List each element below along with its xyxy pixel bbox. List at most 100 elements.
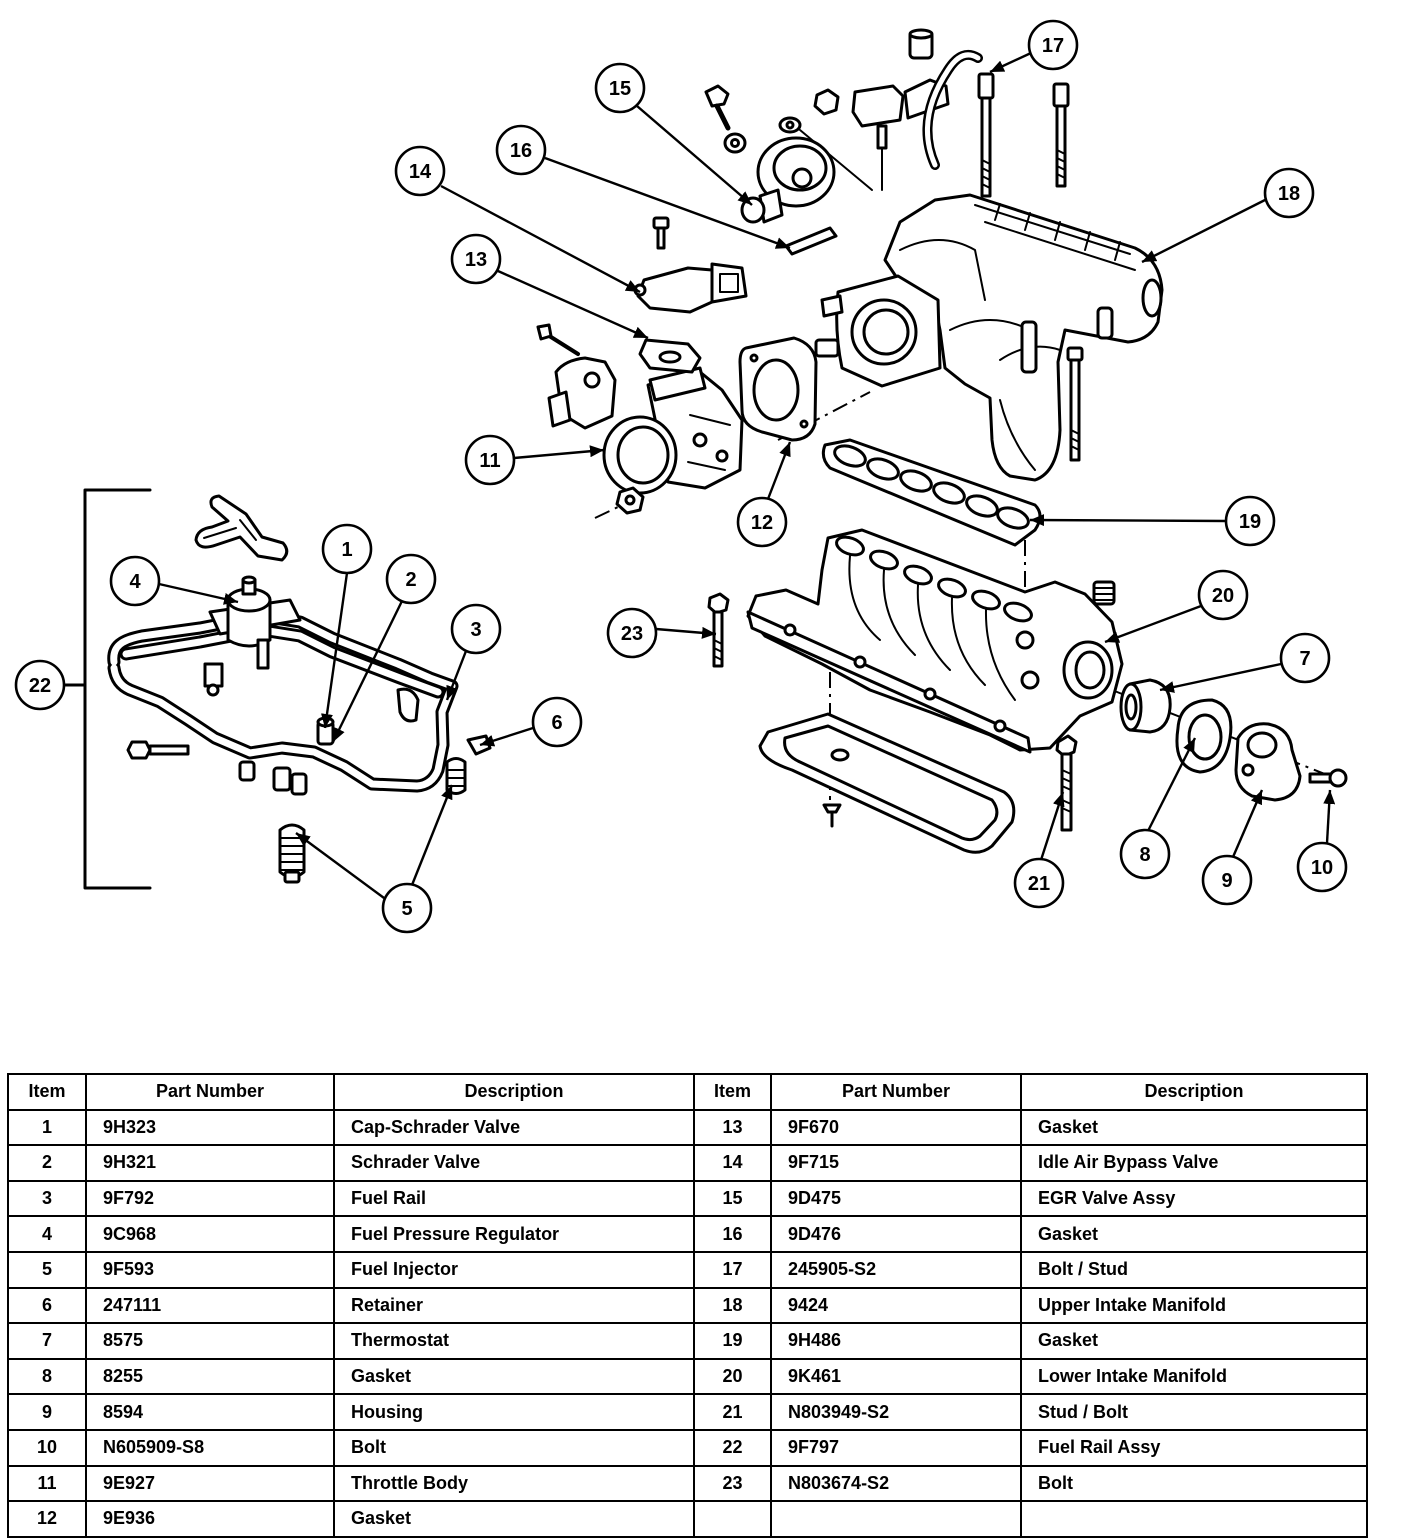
item-number-cell: 8 — [7, 1357, 87, 1396]
callout-label: 12 — [751, 512, 773, 534]
callout-label: 19 — [1239, 511, 1261, 533]
tps-screw-drawing — [536, 323, 580, 356]
egr-bolt-drawing-shape — [714, 103, 731, 131]
item-number-cell: 12 — [7, 1500, 87, 1538]
part-number-cell: 9424 — [770, 1286, 1022, 1325]
thermostat-gasket-drawing-shape — [1187, 713, 1223, 761]
part-number-cell: 9F593 — [85, 1250, 335, 1289]
fuel-injector-drawing — [278, 823, 306, 884]
callout-circle — [394, 145, 446, 197]
description-cell: Fuel Rail Assy — [1020, 1428, 1368, 1467]
callout-label: 10 — [1311, 857, 1333, 879]
egr-valve-drawing — [740, 136, 836, 224]
item-number-cell: 6 — [7, 1286, 87, 1325]
description-cell: Stud / Bolt — [1020, 1393, 1368, 1431]
callout-13: 13 — [450, 233, 502, 285]
sensor-cap-drawing — [908, 28, 934, 60]
item-number-cell: 1 — [7, 1108, 87, 1147]
item-number-cell: 15 — [693, 1179, 772, 1218]
callout-23: 23 — [606, 607, 658, 659]
part-number-cell: 9H321 — [85, 1144, 335, 1182]
coolant-fitting-drawing-shape — [1093, 587, 1115, 601]
part-number-cell: 9D476 — [770, 1215, 1022, 1253]
manifold-bolt-stud-drawing-shape — [1056, 149, 1066, 179]
iac-gasket-drawing-shape — [658, 350, 682, 364]
lower-intake-manifold-drawing-shape — [1015, 630, 1035, 650]
throttle-position-sensor-drawing-shape — [547, 390, 572, 428]
idle-air-bypass-valve-drawing-shape — [636, 266, 714, 314]
throttle-position-sensor-drawing-shape — [583, 371, 601, 389]
intake-manifold-gasket-drawing-shape — [932, 481, 966, 505]
item-number-cell: 22 — [693, 1428, 772, 1467]
leader-line-13 — [497, 269, 649, 340]
callout-18: 18 — [1263, 167, 1315, 219]
sensor-cap-drawing-shape — [908, 28, 934, 40]
vacuum-hose-drawing-shape — [194, 494, 289, 562]
description-cell: Lower Intake Manifold — [1020, 1357, 1368, 1396]
leader-line-7 — [1159, 662, 1282, 693]
coolant-fitting-drawing — [1092, 580, 1116, 606]
leader-line-20 — [1104, 604, 1202, 644]
item-number-cell: 17 — [693, 1250, 772, 1289]
callout-circle — [531, 696, 583, 748]
rail-fittings-drawing — [238, 760, 308, 796]
egr-valve-drawing-shape — [740, 196, 766, 224]
leader-line-14 — [440, 184, 641, 294]
leader-line-3 — [445, 650, 468, 701]
throttle-body-drawing-shape — [616, 425, 670, 485]
lower-intake-manifold-drawing-shape — [869, 549, 899, 571]
leader-line-18 — [1141, 198, 1266, 264]
callout-label: 4 — [129, 571, 141, 593]
callout-label: 16 — [510, 140, 532, 162]
lower-intake-manifold-drawing — [746, 528, 1124, 754]
description-cell: Gasket — [1020, 1108, 1368, 1147]
housing-bolt-drawing-shape — [1328, 768, 1348, 788]
callout-circle — [14, 659, 66, 711]
callout-19: 19 — [1224, 495, 1276, 547]
callout-circle — [450, 603, 502, 655]
callout-circle — [450, 233, 502, 285]
egr-washer-drawing-shape — [730, 138, 740, 148]
callout-7: 7 — [1279, 632, 1331, 684]
manifold-bolt-stud-drawing-shape — [977, 72, 995, 100]
item-number-cell: 11 — [7, 1464, 87, 1503]
upper-intake-manifold-drawing-shape — [1141, 278, 1163, 318]
leader-line-10 — [1323, 789, 1336, 844]
item-number-cell: 5 — [7, 1250, 87, 1289]
callout-circle — [1201, 854, 1253, 906]
tps-screw-drawing-shape — [536, 323, 553, 341]
leader-line-6 — [479, 726, 534, 747]
callout-label: 6 — [551, 712, 562, 734]
lower-manifold-bolt-drawing-shape — [713, 639, 723, 661]
throttle-position-sensor-drawing-shape — [554, 356, 617, 430]
item-number-cell: 10 — [7, 1428, 87, 1467]
description-cell: Fuel Rail — [333, 1179, 695, 1218]
throttle-body-drawing-shape — [715, 449, 729, 463]
intake-manifold-gasket-drawing-shape — [899, 469, 933, 493]
thermostat-housing-drawing — [1234, 722, 1302, 802]
callout-label: 18 — [1278, 183, 1300, 205]
egr-nut-drawing-shape — [813, 88, 840, 116]
callout-21: 21 — [1013, 857, 1065, 909]
throttle-body-gasket-drawing-shape — [749, 353, 759, 363]
assembly-guide-lines-shape — [777, 391, 871, 441]
leader-line-16 — [544, 156, 791, 250]
callout-circle — [1263, 167, 1315, 219]
callout-label: 15 — [609, 78, 631, 100]
part-number-cell: 9F670 — [770, 1108, 1022, 1147]
lower-intake-manifold-drawing-shape — [1003, 601, 1033, 623]
callout-15: 15 — [594, 62, 646, 114]
intake-manifold-gasket-drawing-shape — [833, 444, 867, 468]
part-number-cell: 8255 — [85, 1357, 335, 1396]
parts-table-header: Item Part Number Description Item Part N… — [7, 1073, 1368, 1111]
manifold-bolt-stud-drawing-shape — [980, 96, 992, 198]
description-cell: Retainer — [333, 1286, 695, 1325]
empty-cell — [770, 1500, 1022, 1538]
leader-line-12 — [766, 441, 792, 500]
